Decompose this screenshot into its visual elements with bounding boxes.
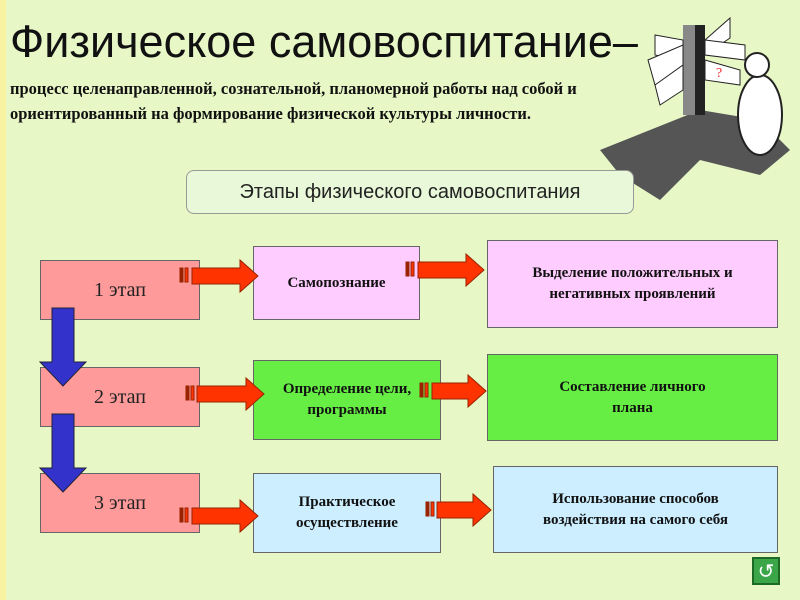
slide-title: Физическое самовоспитание– <box>10 16 638 67</box>
arrow-stage1-action1 <box>179 258 259 294</box>
action-2-box: Определение цели, программы <box>253 360 441 440</box>
result-1-box: Выделение положительных и негативных про… <box>487 240 778 328</box>
action-3-box: Практическое осуществление <box>253 473 441 553</box>
arrow-action1-result1 <box>405 252 485 288</box>
stages-header: Этапы физического самовоспитания <box>186 170 634 214</box>
arrow-stage2-action2 <box>185 376 265 412</box>
down-arrow-2 <box>38 413 88 493</box>
result-3-box: Использование способов воздействия на са… <box>493 466 778 553</box>
result-2-box: Составление личного плана <box>487 354 778 441</box>
action-1-box: Самопознание <box>253 246 420 320</box>
arrow-stage3-action3 <box>179 498 259 534</box>
arrow-action2-result2 <box>419 373 487 409</box>
arrow-action3-result3 <box>425 492 492 528</box>
home-return-icon[interactable]: ↺ <box>752 557 780 585</box>
svg-text:?: ? <box>716 66 722 81</box>
definition-text: процесс целенаправленной, сознательной, … <box>10 79 577 123</box>
left-strip <box>0 0 6 600</box>
down-arrow-1 <box>38 307 88 387</box>
